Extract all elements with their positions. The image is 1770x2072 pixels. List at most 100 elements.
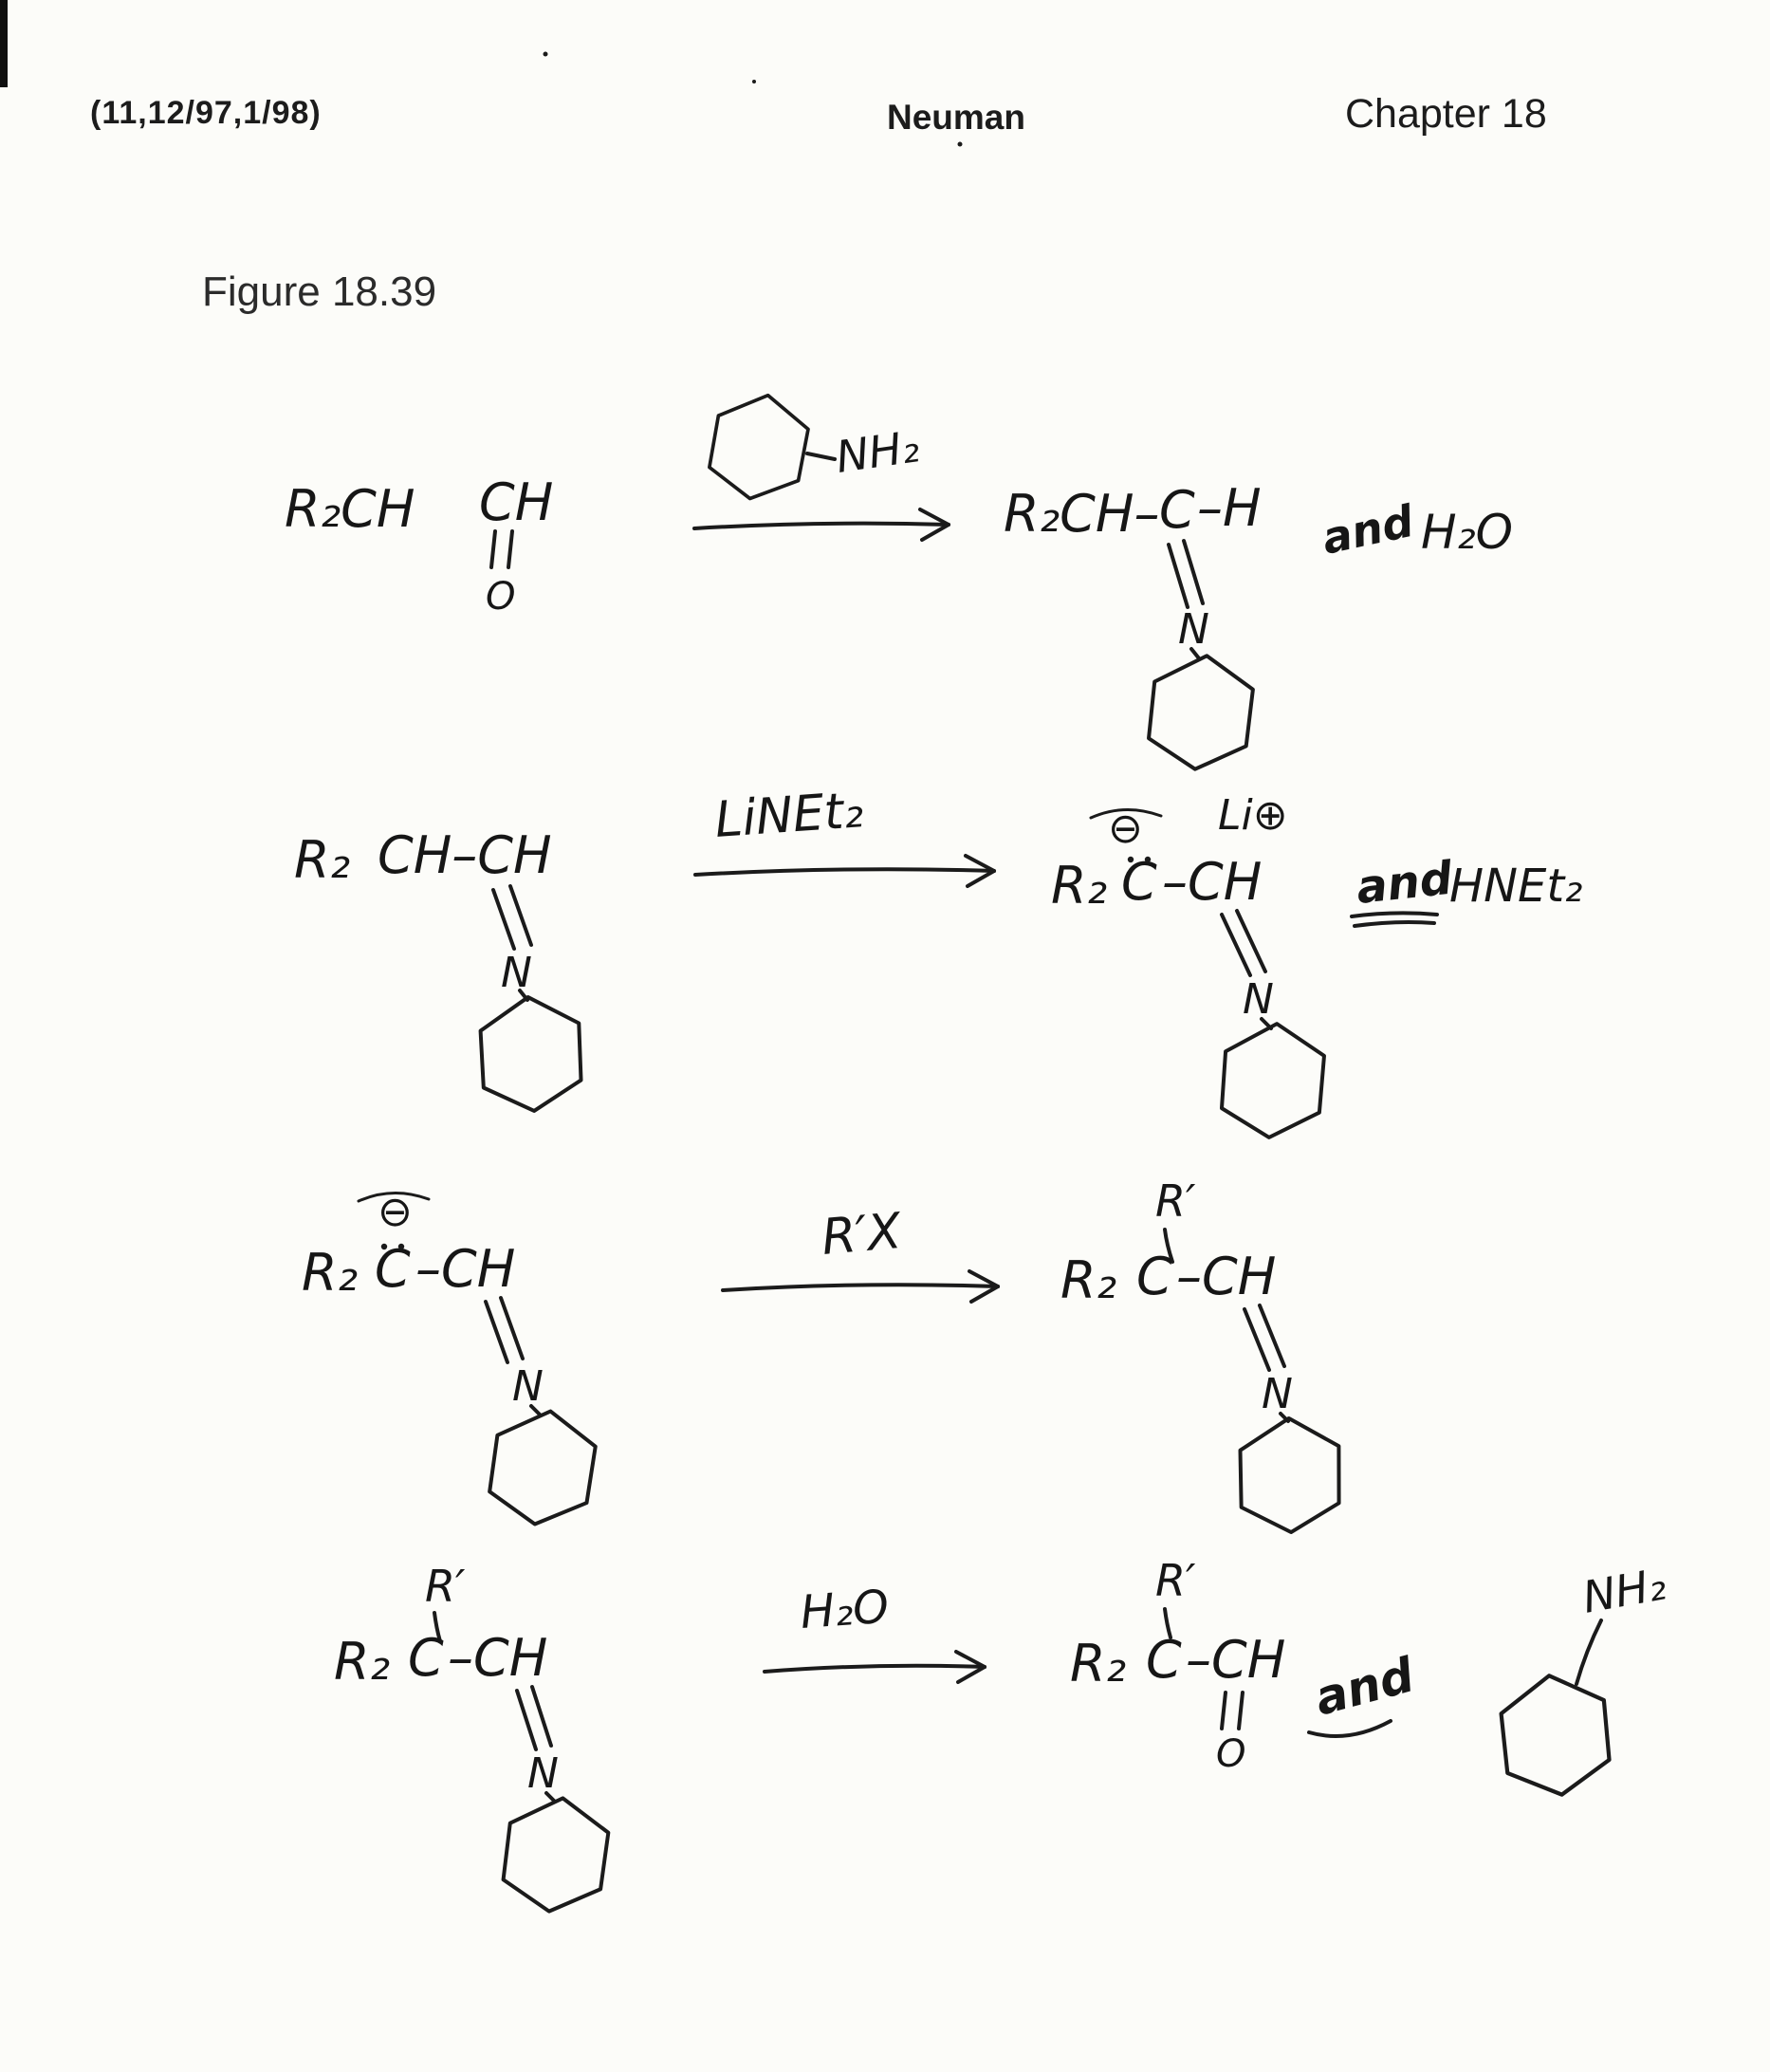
r2-product-chain: –CH bbox=[1162, 852, 1262, 912]
r4-reagent: H₂O bbox=[799, 1581, 891, 1639]
r4-product-rprime: R′ bbox=[1155, 1555, 1196, 1606]
r2-product-group1: R₂ bbox=[1051, 856, 1107, 916]
r4-byproduct-and: and bbox=[1309, 1647, 1421, 1727]
cyclohexyl-ring bbox=[1145, 650, 1258, 775]
r2-reactant-nitrogen: N bbox=[501, 949, 532, 997]
r2-byproduct-and: and bbox=[1354, 852, 1455, 915]
r1-byproduct-and: and bbox=[1318, 495, 1419, 564]
scan-speck bbox=[752, 80, 756, 83]
underline bbox=[1307, 1719, 1392, 1738]
r3-reagent: R′X bbox=[820, 1203, 905, 1267]
r3-reactant-charge: ⊖ bbox=[378, 1188, 413, 1236]
arrowhead bbox=[964, 854, 996, 888]
cyclohexyl-ring bbox=[1495, 1669, 1616, 1802]
charge-oversketch bbox=[357, 1191, 431, 1203]
r4-reactant-nitrogen: N bbox=[527, 1749, 559, 1798]
cn-double-bond bbox=[484, 1300, 509, 1364]
carbonyl-double-bond bbox=[1220, 1691, 1227, 1730]
cyclohexyl-ring bbox=[1237, 1415, 1343, 1534]
arrowhead bbox=[954, 1650, 986, 1684]
r3-product-nitrogen: N bbox=[1262, 1370, 1293, 1418]
cn-double-bond bbox=[1167, 543, 1189, 609]
r4-product-oxygen: O bbox=[1216, 1732, 1245, 1776]
reaction-arrow bbox=[693, 867, 996, 877]
r1-product-nitrogen: N bbox=[1178, 605, 1209, 654]
cn-double-bond bbox=[1220, 913, 1252, 977]
bond bbox=[544, 1791, 556, 1803]
r1-product-carbon: C bbox=[1159, 480, 1195, 540]
r3-product-carbon: C bbox=[1136, 1247, 1172, 1306]
cyclohexyl-ring bbox=[485, 1403, 601, 1532]
underline bbox=[1350, 911, 1439, 918]
r4-product-carbon: C bbox=[1146, 1630, 1182, 1690]
header-author: Neuman bbox=[887, 98, 1025, 137]
arrowhead bbox=[968, 1269, 1000, 1304]
header-chapter: Chapter 18 bbox=[1345, 91, 1547, 137]
header-date-code: (11,12/97,1/98) bbox=[90, 95, 322, 131]
cn-double-bond bbox=[508, 884, 533, 947]
r4-product-chain: –CH bbox=[1186, 1630, 1285, 1690]
charge-oversketch bbox=[1089, 807, 1163, 820]
lone-pair-dot bbox=[1144, 856, 1152, 863]
cn-double-bond bbox=[1182, 539, 1205, 605]
r1-reactant-cho: CH bbox=[479, 472, 553, 532]
r3-reactant-chain: –CH bbox=[415, 1239, 515, 1299]
reaction-arrow bbox=[692, 521, 950, 530]
r2-product-charge: ⊖ bbox=[1108, 805, 1143, 853]
reaction-row-4: R′ R₂ C –CH N H₂O R′ R₂ C –CH O and NH₂ bbox=[334, 1555, 1670, 1918]
bond bbox=[1163, 1228, 1174, 1264]
cn-double-bond bbox=[1243, 1307, 1271, 1372]
r4-reactant-group1: R₂ bbox=[334, 1632, 390, 1692]
cn-double-bond bbox=[515, 1689, 538, 1751]
r1-reactant-formula: R₂CH bbox=[285, 479, 415, 539]
r4-reactant-chain: –CH bbox=[448, 1628, 547, 1688]
r2-reactant-group1: R₂ bbox=[294, 830, 350, 890]
reaction-row-2: R₂ CH–CH N LiNEt₂ ⊖ Li⊕ R₂ C –CH N and H… bbox=[294, 782, 1582, 1139]
cyclohexyl-ring bbox=[1221, 1022, 1325, 1139]
bond bbox=[1189, 647, 1201, 660]
scan-edge-artifact bbox=[0, 0, 8, 87]
cn-double-bond bbox=[1235, 909, 1267, 973]
cn-double-bond bbox=[491, 888, 516, 951]
cyclohexyl-ring bbox=[499, 1791, 614, 1918]
figure-label: Figure 18.39 bbox=[202, 268, 437, 315]
r2-byproduct-amine: HNEt₂ bbox=[1449, 860, 1582, 913]
reaction-arrow bbox=[721, 1283, 1000, 1292]
r3-reactant-carbon: C bbox=[375, 1239, 411, 1299]
r2-reagent: LiNEt₂ bbox=[713, 782, 865, 849]
r1-reactant-oxygen: O bbox=[486, 575, 515, 619]
carbonyl-double-bond bbox=[489, 529, 497, 569]
arrowhead bbox=[918, 508, 950, 542]
r3-reactant-nitrogen: N bbox=[512, 1362, 544, 1411]
bond bbox=[805, 452, 837, 461]
r1-product-hydrogen: –H bbox=[1197, 478, 1262, 538]
r4-reactant-carbon: C bbox=[408, 1628, 444, 1688]
bond bbox=[529, 1404, 543, 1417]
reaction-arrow bbox=[763, 1663, 986, 1674]
underline bbox=[1353, 920, 1436, 928]
r3-reactant-group1: R₂ bbox=[302, 1243, 358, 1303]
cyclohexyl-ring bbox=[473, 990, 588, 1118]
lone-pair-dot bbox=[1127, 856, 1134, 863]
r3-product-rprime: R′ bbox=[1155, 1175, 1196, 1227]
r3-product-group1: R₂ bbox=[1060, 1250, 1116, 1310]
r1-product-chain: R₂CH– bbox=[1004, 484, 1159, 544]
reaction-row-3: ⊖ R₂ C –CH N R′X R′ R₂ C –CH N bbox=[302, 1175, 1343, 1535]
cn-double-bond bbox=[499, 1296, 525, 1360]
r4-reactant-rprime: R′ bbox=[425, 1561, 466, 1612]
bond bbox=[1163, 1607, 1172, 1639]
lone-pair-dot bbox=[397, 1243, 405, 1250]
r2-product-carbon: C bbox=[1121, 852, 1157, 912]
r2-product-nitrogen: N bbox=[1243, 975, 1274, 1024]
cn-double-bond bbox=[530, 1685, 553, 1748]
cyclohexyl-ring bbox=[704, 386, 814, 508]
r1-byproduct-water: H₂O bbox=[1421, 505, 1513, 560]
carbonyl-double-bond bbox=[507, 529, 514, 569]
r2-product-lithium: Li⊕ bbox=[1218, 791, 1288, 840]
r2-reactant-chain: CH–CH bbox=[378, 825, 552, 885]
bond bbox=[433, 1611, 442, 1643]
r4-byproduct-amine: NH₂ bbox=[1579, 1558, 1670, 1622]
bond bbox=[1575, 1619, 1603, 1686]
